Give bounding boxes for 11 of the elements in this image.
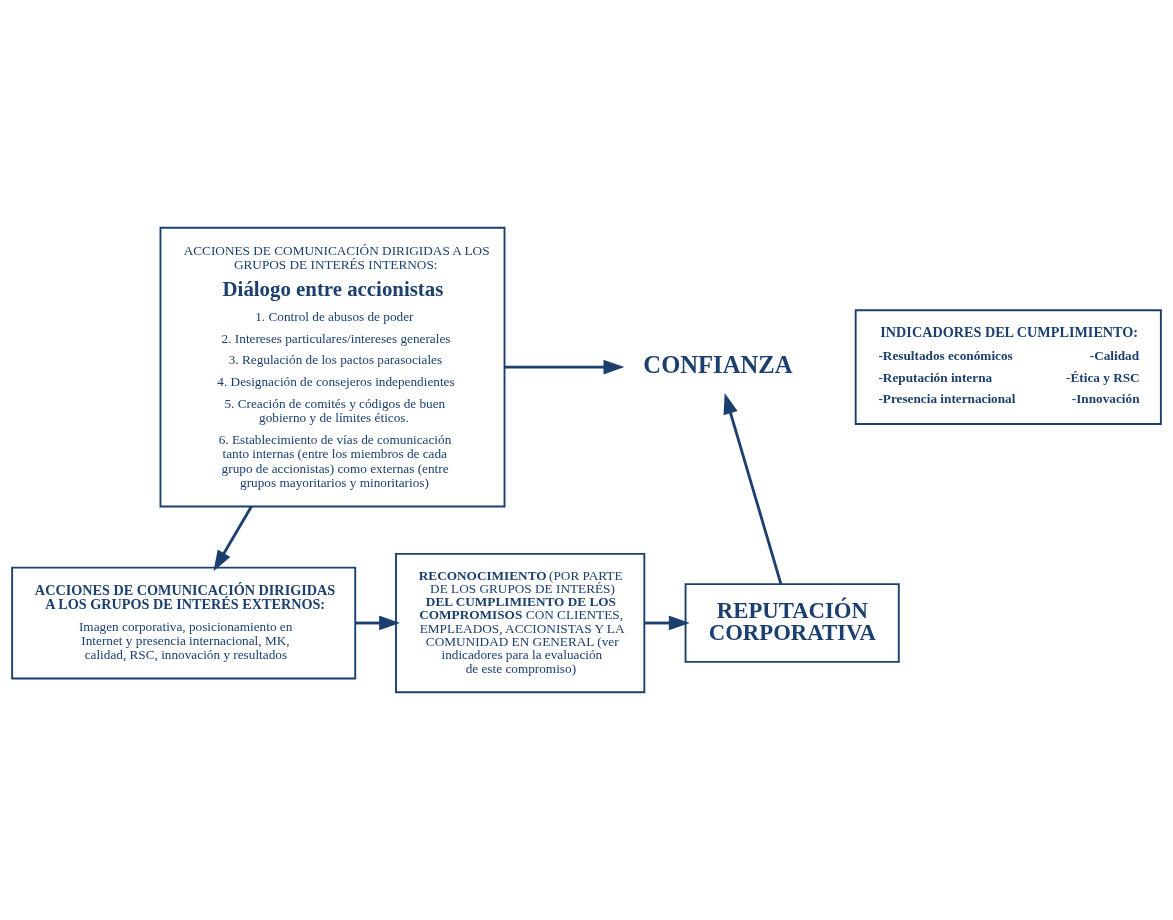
node-text: CONFIANZA: [643, 350, 793, 378]
arrow: [355, 615, 401, 631]
arrow: [213, 505, 253, 572]
node-box: ACCIONES DE COMUNICACIÓN DIRIGIDAS A LOS GRUPOS DE INTERÉS EXTERNOS: Imagen corporativa, posicionamiento en Internet y presencia internacional, MK, calidad, RSC, innovación y resultados: [11, 566, 357, 680]
node-box: RECONOCIMIENTO (POR PARTE DE LOS GRUPOS DE INTERÉS) DEL CUMPLIMIENTO DE LOS COMPROMISOS CON CLIENTES, EMPLEADOS, ACCIONISTAS Y LA COMUNIDAD EN GENERAL (ver indicadores para la evaluación de este compromiso): [395, 552, 646, 694]
arrow: [723, 393, 783, 585]
node-box: INDICADORES DEL CUMPLIMIENTO: -Resultados económicos -Calidad -Reputación interna -Ética y RSC -Presencia internacional -Innovación: [854, 309, 1162, 425]
node-box: ACCIONES DE COMUNICACIÓN DIRIGIDAS A LOS GRUPOS DE INTERÉS INTERNOS: Diálogo entre accionistas 1. Control de abusos de poder 2. Intereses particulares/intereses generales 3. Regulación de los pactos parasociales 4. Designación de consejeros independientes 5. Creación de comités y códigos de buen gobierno y de límites éticos. 6. Establecimiento de vías de comunicación tanto internas (entre los miembros de cada grupo de accionistas) como externas (entre grupos mayoritarios y minoritarios): [159, 226, 506, 508]
arrow: [644, 615, 690, 631]
node-box: REPUTACIÓN CORPORATIVA: [684, 583, 900, 663]
arrow: [504, 359, 625, 375]
